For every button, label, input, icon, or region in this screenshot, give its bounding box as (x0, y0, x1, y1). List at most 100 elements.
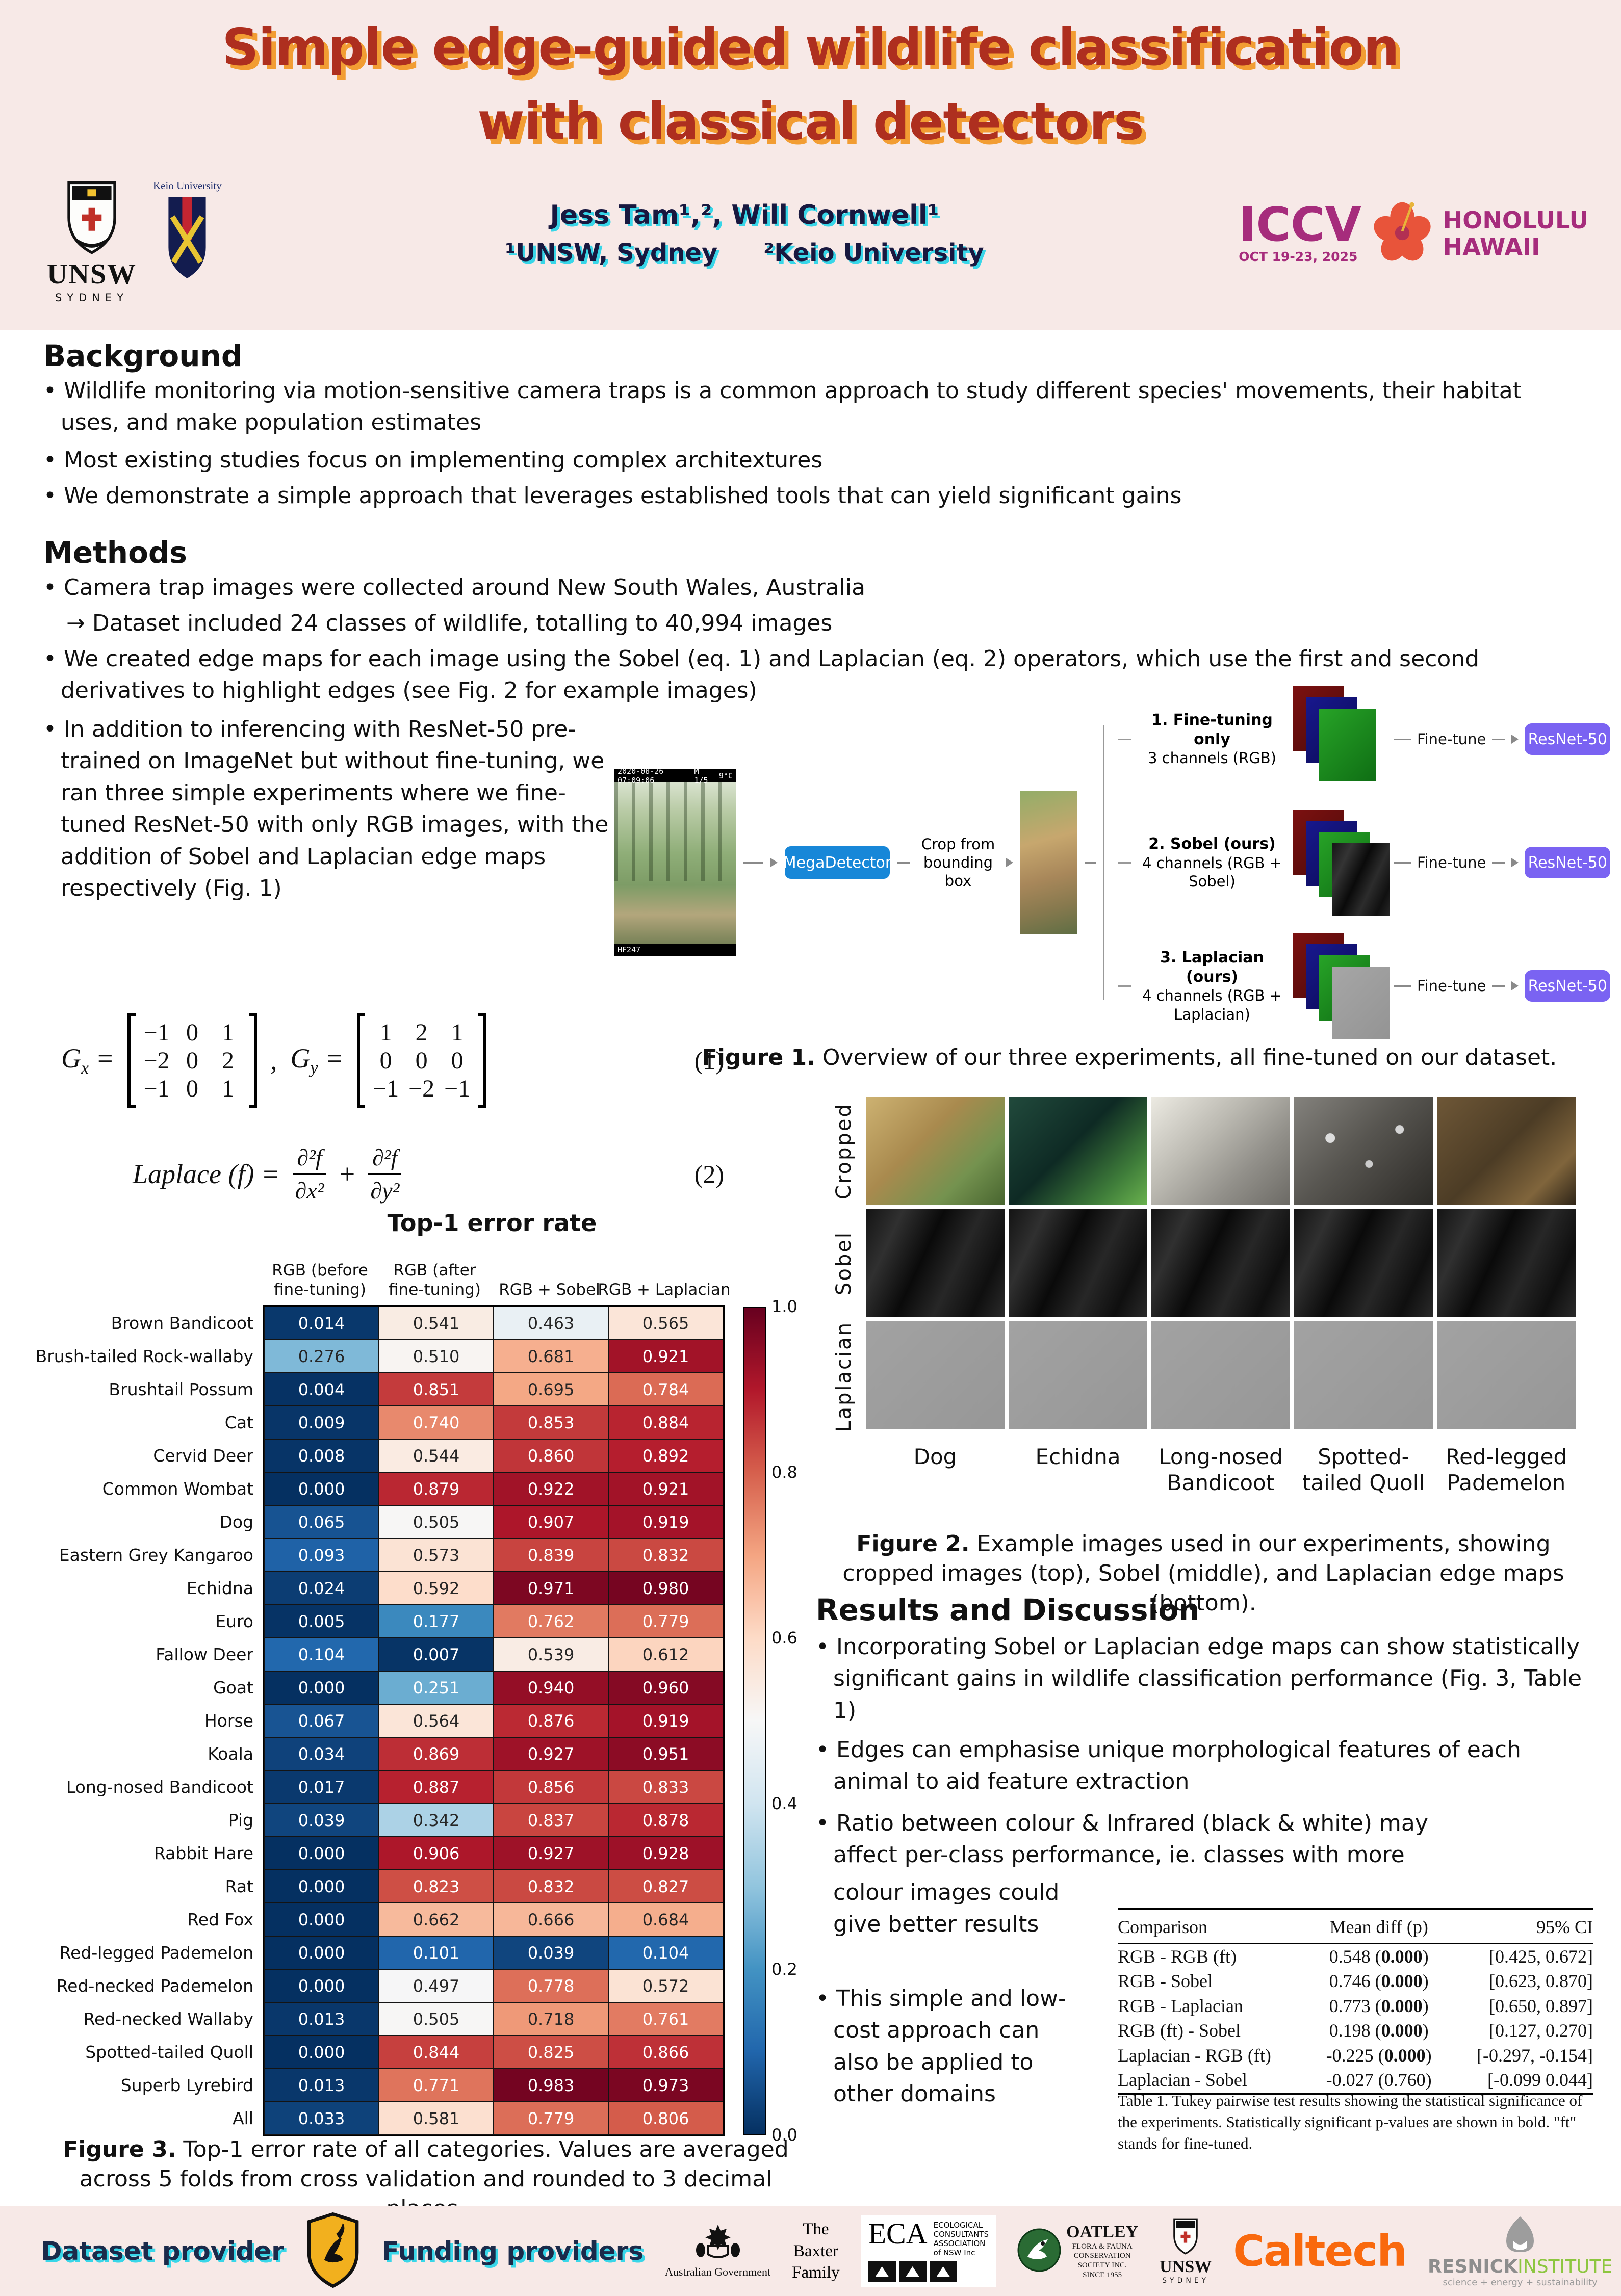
heatmap-cell: 0.013 (264, 2069, 379, 2102)
heatmap-column-headers: RGB (before fine-tuning)RGB (after fine-… (263, 1240, 730, 1305)
funding-providers-label: Funding providers (381, 2236, 644, 2266)
npws-logo-icon (305, 2212, 361, 2290)
heatmap-cell: 0.008 (264, 1439, 379, 1472)
heatmap-cell: 0.539 (494, 1638, 608, 1671)
arrow-right-icon (1511, 981, 1519, 990)
affiliation-unsw: ¹UNSW, Sydney (505, 239, 718, 267)
keio-crest-icon (163, 194, 212, 283)
heatmap-cell: 0.510 (379, 1340, 494, 1373)
table1-comparison: RGB - Laplacian (1118, 1995, 1243, 2016)
heatmap-cell: 0.581 (379, 2102, 494, 2135)
table1-col-meandiff: Mean diff (p) (1312, 1909, 1446, 1944)
figure2-column-label: Red-legged Pademelon (1445, 1444, 1567, 1496)
heatmap-cell: 0.844 (379, 2036, 494, 2069)
heatmap-row-label: Horse (204, 1711, 253, 1731)
heatmap-cell: 0.684 (608, 1903, 723, 1936)
heatmap-row-label: Red-necked Pademelon (56, 1976, 253, 1996)
arrow-right-icon (1006, 858, 1013, 867)
heatmap-cell: 0.879 (379, 1472, 494, 1505)
heatmap-cell: 0.177 (379, 1605, 494, 1638)
connector-line (1492, 985, 1506, 987)
heatmap-cell: 0.017 (264, 1770, 379, 1804)
oatley-bird-icon (1017, 2228, 1061, 2274)
unsw-footer-logo: UNSW SYDNEY (1160, 2217, 1212, 2285)
unsw-footer-word: UNSW (1160, 2257, 1212, 2276)
connector-line (1394, 862, 1411, 864)
heatmap-cell: 0.541 (379, 1307, 494, 1340)
arrow-right-icon (770, 858, 778, 867)
resnick-icon (1502, 2214, 1538, 2256)
eq1-comma: , (270, 1045, 277, 1076)
heatmap-cell: 0.837 (494, 1804, 608, 1837)
heatmap-row-label: Rabbit Hare (153, 1843, 253, 1863)
aus-govt-label: Australian Government (665, 2265, 771, 2278)
dataset-provider-label: Dataset provider (41, 2236, 284, 2266)
figure2-column-label: Spotted-tailed Quoll (1302, 1444, 1425, 1496)
heatmap-cell: 0.779 (494, 2102, 608, 2135)
heatmap-cell: 0.039 (494, 1936, 608, 1969)
eq2-lhs: Laplace (f) = (133, 1159, 280, 1189)
heatmap-row-label: Euro (215, 1611, 253, 1631)
matrix-value: 0 (415, 1047, 428, 1074)
table1-col-comparison: Comparison (1118, 1909, 1313, 1944)
baxter-family-logo: The Baxter Family (792, 2220, 840, 2282)
figure2-image (866, 1321, 1005, 1429)
results-bullet-2: Edges can emphasise unique morphological… (816, 1734, 1591, 1798)
poster-title-line1: Simple edge-guided wildlife classificati… (222, 17, 1399, 77)
heatmap-cell: 0.000 (264, 2036, 379, 2069)
heatmap-cell: 0.851 (379, 1373, 494, 1406)
unsw-logo: UNSW SYDNEY (47, 179, 137, 304)
heatmap-cell: 0.866 (608, 2036, 723, 2069)
heatmap-cell: 0.067 (264, 1704, 379, 1737)
figure2-image (866, 1209, 1005, 1317)
eca-logo: ECA ECOLOGICAL CONSULTANTS ASSOCIATION o… (861, 2215, 996, 2287)
heatmap-row-label: All (233, 2108, 253, 2128)
heatmap-row-label: Brown Bandicoot (111, 1313, 253, 1333)
heatmap-row-label: Fallow Deer (156, 1645, 253, 1664)
heatmap-cell: 0.342 (379, 1804, 494, 1837)
table1-meandiff: 0.198 (0.000) (1329, 2020, 1429, 2041)
table1-row: Laplacian - Sobel-0.027 (0.760)[-0.099 0… (1118, 2068, 1593, 2094)
heatmap-cell: 0.839 (494, 1538, 608, 1572)
heatmap-cell: 0.853 (494, 1406, 608, 1439)
iccv-dates: OCT 19-23, 2025 (1239, 249, 1358, 264)
heatmap-cell: 0.505 (379, 2002, 494, 2036)
oatley-since: SINCE 1955 (1083, 2271, 1122, 2279)
colorbar-tick-label: 0.8 (771, 1463, 797, 1482)
heatmap-cell: 0.592 (379, 1572, 494, 1605)
matrix-value: 2 (415, 1019, 428, 1046)
heatmap-cell: 0.919 (608, 1505, 723, 1538)
heatmap-cell: 0.740 (379, 1406, 494, 1439)
unsw-crest-icon (64, 179, 120, 258)
heatmap-cell: 0.884 (608, 1406, 723, 1439)
heatmap-row-label: Echidna (186, 1578, 253, 1598)
experiment-branch: 3. Laplacian (ours)4 channels (RGB + Lap… (1118, 933, 1611, 1039)
experiment-branch: 2. Sobel (ours)4 channels (RGB + Sobel)F… (1118, 810, 1611, 916)
table1-ci: [-0.099 0.044] (1487, 2070, 1593, 2091)
heatmap-cell: 0.940 (494, 1671, 608, 1704)
branch-title: 3. Laplacian (ours) (1160, 949, 1264, 986)
matrix-value: −1 (444, 1075, 471, 1102)
heatmap-row-label: Spotted-tailed Quoll (85, 2042, 253, 2062)
heatmap-cell: 0.505 (379, 1505, 494, 1538)
heatmap-cell: 0.000 (264, 1936, 379, 1969)
cropped-dingo-image (1020, 791, 1077, 934)
figure2-row-label: Laplacian (832, 1321, 856, 1432)
table1: Comparison Mean diff (p) 95% CI RGB - RG… (1118, 1908, 1593, 2095)
heatmap-row-label: Red-legged Pademelon (59, 1943, 253, 1963)
eca-abbr: ECA (868, 2217, 928, 2250)
iccv-location-1: HONOLULU (1443, 206, 1588, 234)
heatmap-column-header: RGB + Laplacian (598, 1281, 731, 1299)
matrix-value: 1 (222, 1075, 235, 1102)
heatmap-cell: 0.928 (608, 1837, 723, 1870)
eq1-number: (1) (694, 1046, 724, 1075)
colorbar-tick-label: 0.0 (771, 2125, 797, 2145)
figure2-caption: Figure 2. Example images used in our exp… (842, 1531, 1564, 1616)
heatmap-cell: 0.497 (379, 1969, 494, 2002)
heatmap-cell: 0.000 (264, 1837, 379, 1870)
